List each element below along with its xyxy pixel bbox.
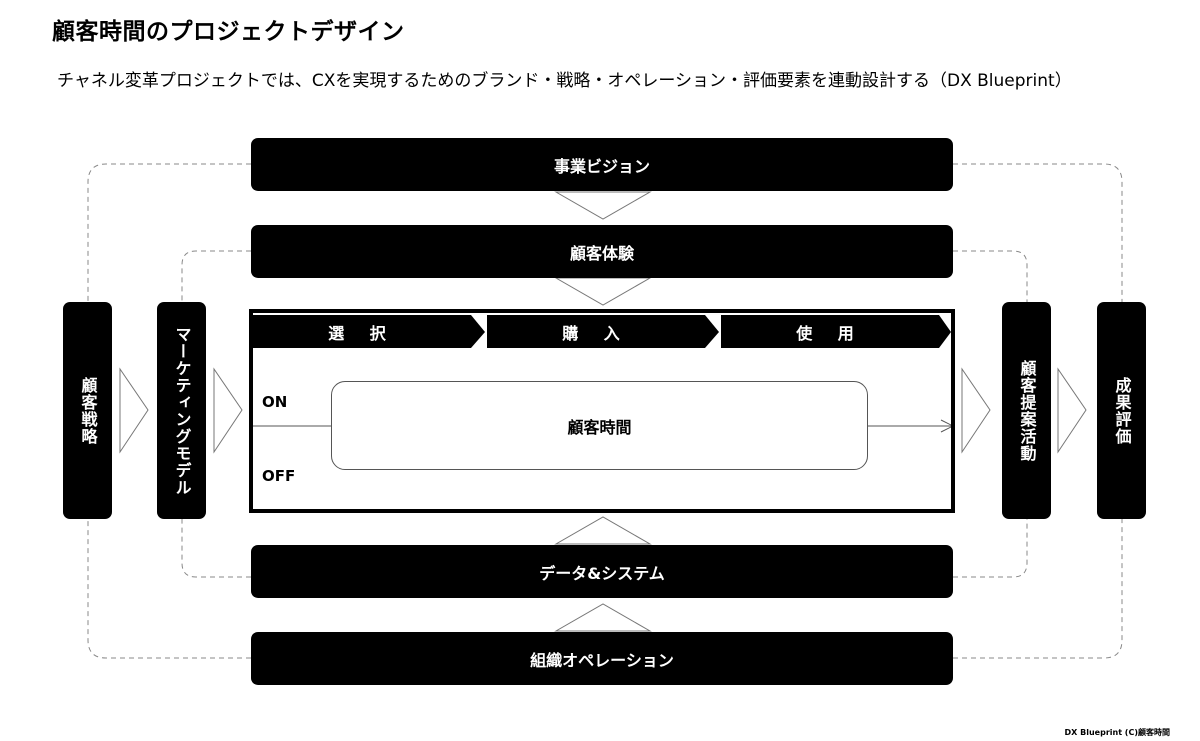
proposal-activity-bar: 顧客提案活動 [1002, 302, 1051, 519]
right-arrow-4 [1057, 367, 1087, 454]
step-bg-purchase [487, 315, 719, 348]
off-label: OFF [262, 467, 296, 485]
business-vision-bar: 事業ビジョン [251, 138, 953, 191]
inner-loop-top [181, 250, 251, 302]
journey-graphics [253, 315, 951, 433]
org-operation-label: 組織オペレーション [530, 650, 674, 670]
inner-loop-bottom [181, 519, 251, 578]
org-operation-bar: 組織オペレーション [251, 632, 953, 685]
customer-strategy-label: 顧客戦略 [78, 376, 98, 445]
outer-loop-top [87, 163, 251, 302]
outer-loop-bottom [87, 519, 251, 659]
customer-strategy-bar: 顧客戦略 [63, 302, 112, 519]
customer-journey-box: 選 択 購 入 使 用 ON OFF 顧客時間 [249, 309, 955, 513]
proposal-activity-label: 顧客提案活動 [1017, 359, 1037, 462]
page-subtitle: チャネル変革プロジェクトでは、CXを実現するためのブランド・戦略・オペレーション… [57, 71, 1072, 91]
customer-experience-label: 顧客体験 [569, 243, 634, 263]
step-purchase: 購 入 [562, 323, 630, 343]
data-system-bar: データ&システム [251, 545, 953, 598]
outer-loop-bottom-right [953, 519, 1123, 659]
inner-loop-top-right [953, 250, 1028, 302]
down-arrow-experience [554, 277, 652, 306]
step-use: 使 用 [796, 323, 864, 343]
right-arrow-1 [119, 367, 149, 454]
step-select: 選 択 [328, 323, 396, 343]
marketing-model-bar: マーケティングモデル [157, 302, 206, 519]
right-arrow-2 [213, 367, 243, 454]
business-vision-label: 事業ビジョン [553, 156, 650, 176]
customer-experience-bar: 顧客体験 [251, 225, 953, 278]
flow-arrowhead [940, 419, 951, 433]
outer-loop-top-right [953, 163, 1123, 302]
right-arrow-3 [961, 367, 991, 454]
up-arrow-data [554, 516, 652, 545]
customer-time-label: 顧客時間 [567, 417, 632, 437]
customer-time-box: 顧客時間 [331, 381, 868, 470]
on-label: ON [262, 393, 288, 411]
result-evaluation-bar: 成果評価 [1097, 302, 1146, 519]
down-arrow-vision [554, 191, 652, 220]
page-title: 顧客時間のプロジェクトデザイン [52, 19, 405, 45]
step-bg-select [253, 315, 485, 348]
up-arrow-org [554, 603, 652, 632]
inner-loop-bottom-right [953, 519, 1028, 578]
marketing-model-label: マーケティングモデル [172, 325, 192, 496]
result-evaluation-label: 成果評価 [1112, 376, 1132, 445]
data-system-label: データ&システム [539, 563, 665, 583]
step-bg-use [721, 315, 951, 348]
footer-credit: DX Blueprint (C)顧客時間 [1064, 728, 1170, 737]
